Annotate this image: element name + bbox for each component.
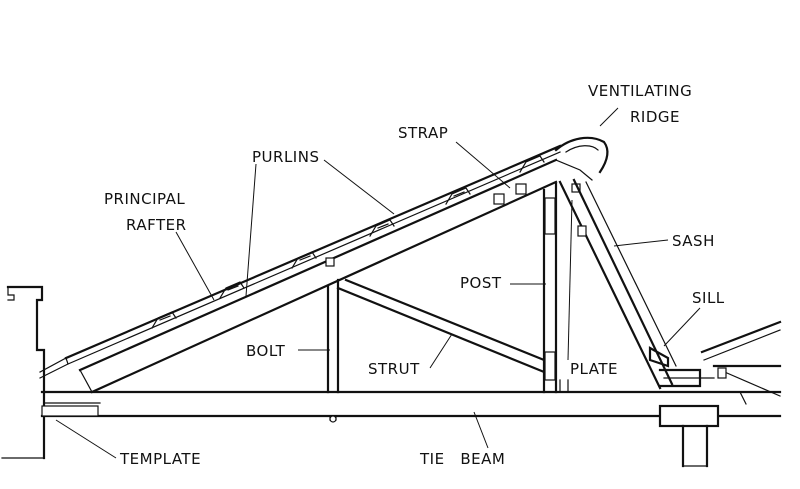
leader-plate (567, 199, 573, 361)
label-purlins: PURLINS (252, 148, 319, 166)
label-principal: PRINCIPAL (104, 190, 185, 208)
leader-principal-rafter (175, 231, 215, 301)
strap (493, 183, 581, 205)
sill (648, 346, 715, 388)
leader-sash (613, 239, 669, 247)
queen-post (326, 278, 340, 394)
leader-strut (429, 333, 453, 369)
ventilating-ridge (554, 136, 609, 181)
principal-rafter (78, 158, 558, 394)
right-support (658, 404, 720, 468)
leader-purlins-2 (245, 163, 257, 297)
leader-sill (663, 307, 701, 347)
label-sash: SASH (672, 232, 715, 250)
plate-block (559, 379, 569, 393)
leader-strap (455, 141, 511, 189)
label-bolt: BOLT (246, 342, 286, 360)
label-template: TEMPLATE (119, 450, 201, 468)
label-ridge: RIDGE (630, 108, 680, 126)
template-block (41, 405, 99, 417)
label-tie-beam: TIE BEAM (419, 450, 505, 468)
leader-purlins (323, 159, 395, 215)
sash (558, 178, 677, 390)
label-strut: STRUT (368, 360, 420, 378)
label-strap: STRAP (398, 124, 448, 142)
leader-template (55, 419, 117, 459)
post (542, 182, 558, 394)
label-ventilating: VENTILATING (588, 82, 692, 100)
label-sill: SILL (692, 289, 725, 307)
left-wall (1, 285, 46, 460)
label-plate: PLATE (570, 360, 618, 378)
leader-tie-beam (473, 411, 489, 449)
strut (336, 278, 546, 374)
leader-ventilating-ridge (599, 107, 619, 127)
purlins (151, 155, 545, 329)
roof-covering (39, 144, 562, 379)
label-post: POST (460, 274, 502, 292)
leader-lines (55, 107, 701, 459)
label-rafter: RAFTER (126, 216, 187, 234)
labels: VENTILATING RIDGE STRAP PURLINS PRINCIPA… (104, 82, 725, 468)
adjacent-roof (700, 320, 782, 405)
tie-beam (40, 390, 782, 423)
